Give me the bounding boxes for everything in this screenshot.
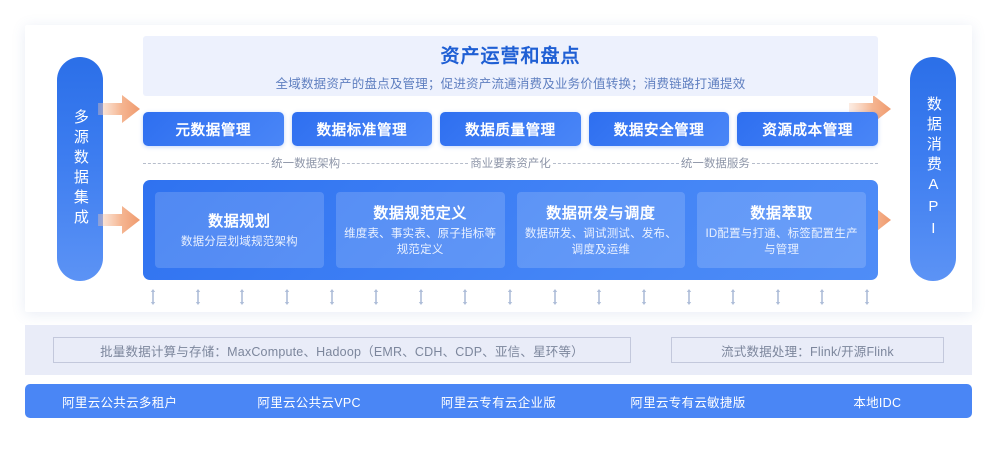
capability-button-data-quality[interactable]: 数据质量管理 xyxy=(440,112,581,146)
panel-card-title: 数据研发与调度 xyxy=(546,204,656,222)
double-arrow-icon xyxy=(775,289,781,305)
double-arrow-icon xyxy=(864,289,870,305)
compute-box-stream: 流式数据处理：Flink/开源Flink xyxy=(671,337,944,363)
double-arrow-icon xyxy=(284,289,290,305)
double-arrow-icon xyxy=(686,289,692,305)
banner-title: 资产运营和盘点 xyxy=(440,45,581,67)
double-arrow-icon xyxy=(507,289,513,305)
arrow-right-icon-left-bottom xyxy=(98,203,140,237)
panel-card-dev-and-scheduling[interactable]: 数据研发与调度 数据研发、调试测试、发布、调度及运维 xyxy=(516,192,686,268)
double-arrow-icon xyxy=(418,289,424,305)
arrow-right-icon-right-top xyxy=(849,92,891,126)
double-arrow-icon xyxy=(641,289,647,305)
footer-item-local-idc[interactable]: 本地IDC xyxy=(853,395,902,410)
deployment-footer-bar: 阿里云公共云多租户 阿里云公共云VPC 阿里云专有云企业版 阿里云专有云敏捷版 … xyxy=(25,384,972,418)
arrow-right-icon-left-top xyxy=(98,92,140,126)
double-arrow-icon xyxy=(596,289,602,305)
double-arrow-icon xyxy=(552,289,558,305)
capability-button-resource-cost[interactable]: 资源成本管理 xyxy=(737,112,878,146)
connector-arrow-row xyxy=(150,288,870,306)
dash-line-1 xyxy=(143,162,270,164)
compute-layer-strip: 批量数据计算与存储：MaxCompute、Hadoop（EMR、CDH、CDP、… xyxy=(25,325,972,375)
panel-card-data-extraction[interactable]: 数据萃取 ID配置与打通、标签配置生产与管理 xyxy=(697,192,866,268)
dash-label-unified-architecture: 统一数据架构 xyxy=(271,158,341,170)
dashed-divider-row: 统一数据架构 商业要素资产化 统一数据服务 xyxy=(143,155,878,171)
right-pill-data-consumption-api[interactable]: 数据消费API xyxy=(910,57,956,281)
panel-card-desc: 数据研发、调试测试、发布、调度及运维 xyxy=(524,227,677,256)
dash-label-business-assetization: 商业要素资产化 xyxy=(470,158,551,170)
double-arrow-icon xyxy=(329,289,335,305)
double-arrow-icon xyxy=(195,289,201,305)
panel-card-desc: 数据分层划域规范架构 xyxy=(180,235,298,248)
panel-card-title: 数据规范定义 xyxy=(373,204,467,222)
dash-line-4 xyxy=(751,162,878,164)
capability-button-row: 元数据管理 数据标准管理 数据质量管理 数据安全管理 资源成本管理 xyxy=(143,112,878,146)
panel-card-desc: ID配置与打通、标签配置生产与管理 xyxy=(705,227,858,256)
panel-card-spec-definition[interactable]: 数据规范定义 维度表、事实表、原子指标等规范定义 xyxy=(335,192,505,268)
dash-line-2 xyxy=(342,162,469,164)
footer-item-apsara-stack-enterprise[interactable]: 阿里云专有云企业版 xyxy=(440,395,557,410)
panel-card-desc: 维度表、事实表、原子指标等规范定义 xyxy=(344,227,497,256)
dash-label-unified-data-service: 统一数据服务 xyxy=(680,158,750,170)
capability-button-data-standard[interactable]: 数据标准管理 xyxy=(291,112,433,146)
left-pill-multi-source-integration[interactable]: 多源数据集成 xyxy=(57,57,103,281)
footer-item-public-cloud-multitenant[interactable]: 阿里云公共云多租户 xyxy=(62,395,178,410)
banner-asset-operations: 资产运营和盘点 全域数据资产的盘点及管理；促进资产流通消费及业务价值转换；消费链… xyxy=(143,36,878,96)
double-arrow-icon xyxy=(730,289,736,305)
compute-box-batch: 批量数据计算与存储：MaxCompute、Hadoop（EMR、CDH、CDP、… xyxy=(53,337,631,363)
capability-button-metadata[interactable]: 元数据管理 xyxy=(143,112,284,146)
double-arrow-icon xyxy=(150,289,156,305)
double-arrow-icon xyxy=(819,289,825,305)
footer-item-apsara-stack-agility[interactable]: 阿里云专有云敏捷版 xyxy=(630,395,746,410)
dash-line-3 xyxy=(552,162,679,164)
banner-subtitle: 全域数据资产的盘点及管理；促进资产流通消费及业务价值转换；消费链路打通提效 xyxy=(275,76,746,91)
right-pill-label: 数据消费API xyxy=(924,96,942,242)
core-capability-panel: 数据规划 数据分层划域规范架构 数据规范定义 维度表、事实表、原子指标等规范定义… xyxy=(143,180,878,280)
capability-button-data-security[interactable]: 数据安全管理 xyxy=(588,112,730,146)
double-arrow-icon xyxy=(462,289,468,305)
double-arrow-icon xyxy=(239,289,245,305)
double-arrow-icon xyxy=(373,289,379,305)
panel-card-data-planning[interactable]: 数据规划 数据分层划域规范架构 xyxy=(155,192,324,268)
panel-card-title: 数据萃取 xyxy=(750,204,813,222)
footer-item-public-cloud-vpc[interactable]: 阿里云公共云VPC xyxy=(257,395,361,410)
panel-card-title: 数据规划 xyxy=(208,212,271,230)
left-pill-label: 多源数据集成 xyxy=(71,109,89,229)
